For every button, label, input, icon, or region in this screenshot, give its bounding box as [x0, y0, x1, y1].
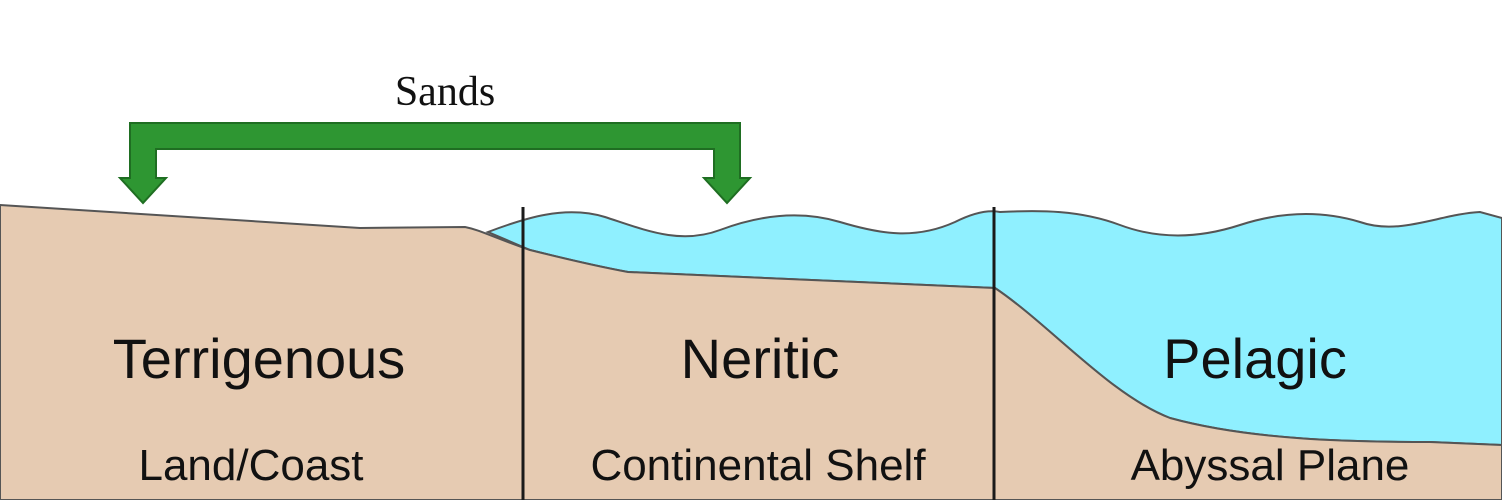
zone-subtitle-abyssal-plane: Abyssal Plane: [1131, 441, 1410, 490]
sands-bracket-arrow: [117, 122, 753, 205]
zone-subtitle-continental-shelf: Continental Shelf: [590, 441, 926, 490]
zone-title-terrigenous: Terrigenous: [113, 327, 406, 390]
zone-subtitle-land-coast: Land/Coast: [138, 441, 363, 490]
zone-title-pelagic: Pelagic: [1163, 327, 1347, 390]
sands-label: Sands: [395, 69, 495, 115]
zone-title-neritic: Neritic: [681, 327, 840, 390]
land-seafloor: [0, 203, 1502, 500]
